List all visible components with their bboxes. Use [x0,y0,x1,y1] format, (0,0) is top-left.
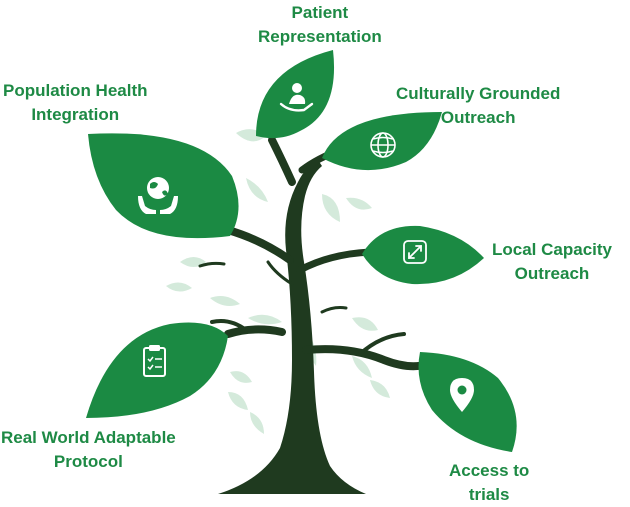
leaf-patient [256,50,335,139]
hands-holding-globe-icon [138,177,178,214]
label-line: Representation [258,27,382,46]
label-line: Culturally Grounded [396,84,561,103]
label-line: Local Capacity [492,240,612,259]
label-line: Outreach [514,264,590,283]
label-line: Outreach [440,108,516,127]
label-line: trials [468,485,510,504]
label-line: Integration [31,105,120,124]
label-line: Real World Adaptable [1,428,176,447]
leaf-capacity [362,225,484,285]
label-line: Patient [291,3,349,22]
label-line: Population Health [3,81,148,100]
expand-arrows-icon [403,240,427,264]
label-real-world-adaptable-protocol: Real World Adaptable Protocol [1,426,176,474]
tree-trunk [218,160,366,494]
tree-branches [198,136,432,371]
label-population-health-integration: Population Health Integration [3,79,148,127]
label-line: Protocol [53,452,123,471]
location-pin-icon [450,378,474,412]
label-local-capacity-outreach: Local Capacity Outreach [492,238,612,286]
label-access-to-trials: Access to trials [449,459,529,507]
leaf-cultural [322,112,442,171]
decorative-leaves [166,129,390,434]
hand-holding-person-icon [279,83,314,112]
label-line: Access to [449,461,530,480]
label-culturally-grounded-outreach: Culturally Grounded Outreach [396,82,560,130]
globe-icon [370,132,396,158]
leaf-protocol [86,322,228,418]
clipboard-checklist-icon [143,345,166,377]
label-patient-representation: Patient Representation [258,1,382,49]
